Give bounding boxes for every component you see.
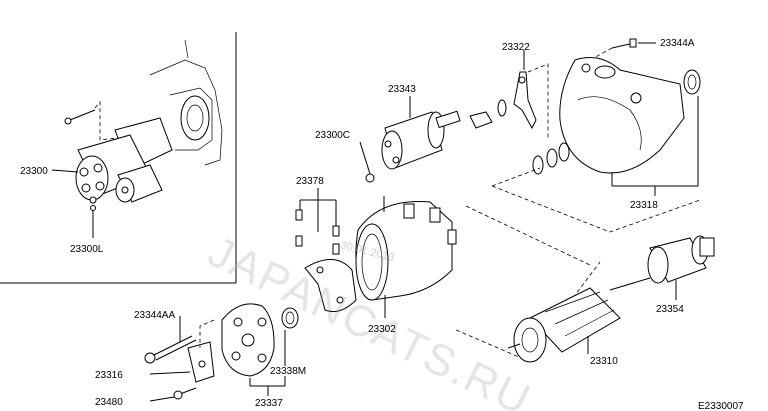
lever-23322 [469, 50, 549, 140]
through-bolt-23344AA [144, 316, 197, 364]
label-23300C: 23300C [315, 130, 350, 141]
brush-parts-23378 [295, 188, 340, 255]
guide-line-a [491, 167, 541, 187]
label-23316: 23316 [95, 370, 123, 381]
guide-line-c [465, 205, 591, 266]
leader-23337 [249, 376, 286, 396]
label-23310: 23310 [590, 356, 618, 367]
label-23354: 23354 [656, 304, 684, 315]
inset-frame [0, 32, 237, 284]
housing-23318 [532, 57, 701, 196]
starter-assembly-drawing [64, 39, 223, 238]
label-23480: 23480 [95, 397, 123, 408]
clutch-23354 [647, 235, 715, 300]
bushing-23338M [281, 307, 299, 366]
label-23302: 23302 [368, 324, 396, 335]
yoke-23302 [355, 196, 457, 318]
guide-line-b [491, 185, 701, 233]
label-23337: 23337 [255, 398, 283, 409]
figure-code: E2330007 [698, 401, 744, 411]
label-23344A: 23344A [660, 38, 695, 49]
label-23343: 23343 [388, 84, 416, 95]
label-23378: 23378 [296, 176, 324, 187]
brush-plate [304, 259, 357, 313]
label-23300: 23300 [20, 166, 48, 177]
label-23344AA: 23344AA [134, 310, 175, 321]
solenoid-23343 [381, 96, 461, 170]
label-23318: 23318 [630, 200, 658, 211]
leader-23300 [51, 169, 79, 173]
bracket-23316 [149, 341, 215, 383]
screw-23480 [149, 387, 197, 402]
nut-23300C [359, 141, 375, 183]
label-23322: 23322 [502, 42, 530, 53]
label-23338M: 23338M [270, 366, 306, 377]
end-plate-23337 [199, 303, 275, 377]
label-23300L: 23300L [70, 244, 104, 255]
armature-23310 [507, 277, 651, 363]
